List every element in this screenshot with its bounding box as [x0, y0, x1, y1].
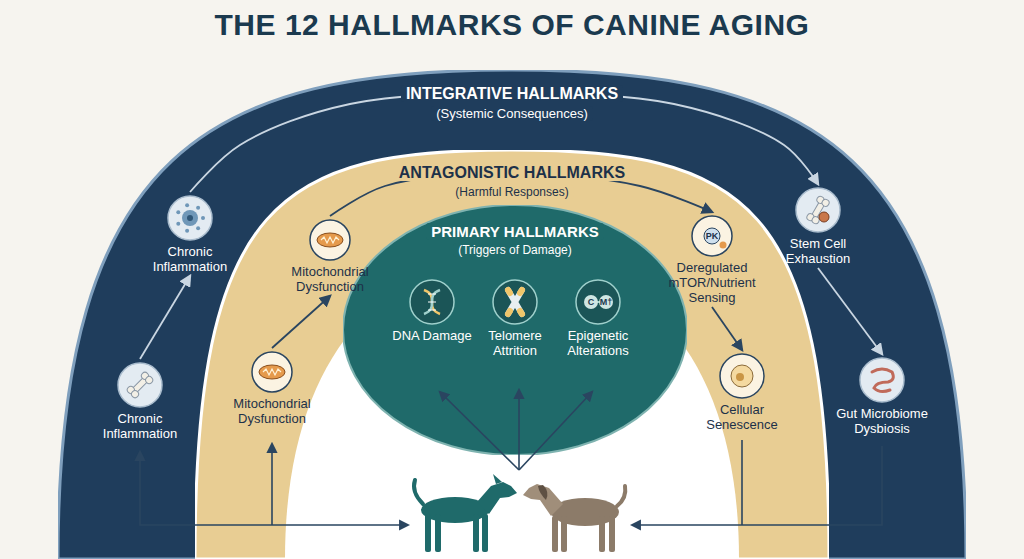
page-title: THE 12 HALLMARKS OF CANINE AGING [215, 8, 810, 41]
flow-arrow [140, 276, 190, 359]
hallmark-item: Deregulated mTOR/Nutrient Sensing [652, 214, 772, 305]
hallmark-icon [116, 361, 164, 409]
dog-figure [523, 484, 625, 552]
flow-arrow [712, 307, 742, 350]
hallmark-item: Mitochondrial Dysfunction [220, 350, 324, 426]
band-heading: INTEGRATIVE HALLMARKS [401, 85, 623, 102]
hallmark-band: PRIMARY HALLMARKS (Triggers of Damage) DNA… [343, 205, 687, 455]
hallmark-label: Telomere Attrition [473, 328, 557, 358]
hallmark-item: Chronic Inflammation [140, 194, 240, 274]
hallmark-item: Stem Cell Exhaustion [768, 186, 868, 266]
hallmark-item: Chronic Inflammation [92, 361, 188, 441]
band-heading: PRIMARY HALLMARKS [426, 223, 604, 240]
band-heading: ANTAGONISTIC HALLMARKS [394, 164, 630, 181]
hallmark-item: Telomere Attrition [473, 278, 557, 358]
icon-text: M† [600, 297, 613, 307]
hallmark-label: Mitochondrial Dysfunction [278, 264, 382, 294]
hallmark-label: Deregulated mTOR/Nutrient Sensing [652, 260, 772, 305]
hallmark-label: Cellular Senescence [692, 402, 792, 432]
hallmark-icon [574, 278, 622, 326]
hallmark-label: Epigenetic Alterations [556, 328, 640, 358]
icon-tag: M† [596, 296, 616, 308]
hallmark-icon [718, 352, 766, 400]
hallmark-icon [250, 350, 294, 394]
flow-lines [140, 390, 882, 525]
hallmark-icon [491, 278, 539, 326]
band-title: INTEGRATIVE HALLMARKS (Systemic Consequen… [58, 84, 966, 122]
hallmark-label: Stem Cell Exhaustion [768, 236, 868, 266]
flow-arrow [818, 268, 882, 354]
band-subheading: (Harmful Responses) [450, 185, 573, 199]
hallmark-label: Gut Microbiome Dysbiosis [830, 406, 934, 436]
hallmark-item: Cellular Senescence [692, 352, 792, 432]
hallmark-item: Mitochondrial Dysfunction [278, 218, 382, 294]
icon-text: C [588, 297, 595, 307]
hallmark-band: ANTAGONISTIC HALLMARKS (Harmful Responses… [195, 150, 829, 559]
hallmark-item: DNA Damage [390, 278, 474, 343]
hallmark-item: Epigenetic Alterations [556, 278, 640, 358]
flow-arrow [272, 296, 330, 348]
hallmark-label: Mitochondrial Dysfunction [220, 396, 324, 426]
hallmark-label: DNA Damage [390, 328, 474, 343]
hallmark-label: Chronic Inflammation [92, 411, 188, 441]
hallmark-icon [794, 186, 842, 234]
hallmark-band: INTEGRATIVE HALLMARKS (Systemic Consequen… [58, 70, 966, 559]
title-block: THE 12 HALLMARKS OF CANINE AGING [0, 8, 1024, 42]
icon-text: PK [706, 231, 719, 241]
icon-tag: C [581, 296, 601, 308]
hallmark-icon [858, 356, 906, 404]
dog-figure [414, 474, 517, 552]
flow-arrow [190, 94, 818, 192]
hallmark-item: Gut Microbiome Dysbiosis [830, 356, 934, 436]
icon-tag: PK [702, 230, 722, 242]
band-title: PRIMARY HALLMARKS (Triggers of Damage) [343, 222, 687, 258]
band-subheading: (Triggers of Damage) [453, 243, 577, 257]
hallmark-icon [166, 194, 214, 242]
band-title: ANTAGONISTIC HALLMARKS (Harmful Responses… [195, 163, 829, 200]
hallmark-icon [308, 218, 352, 262]
band-subheading: (Systemic Consequences) [431, 106, 593, 121]
hallmark-icon [408, 278, 456, 326]
flow-arrow [330, 173, 712, 216]
hallmark-label: Chronic Inflammation [140, 244, 240, 274]
